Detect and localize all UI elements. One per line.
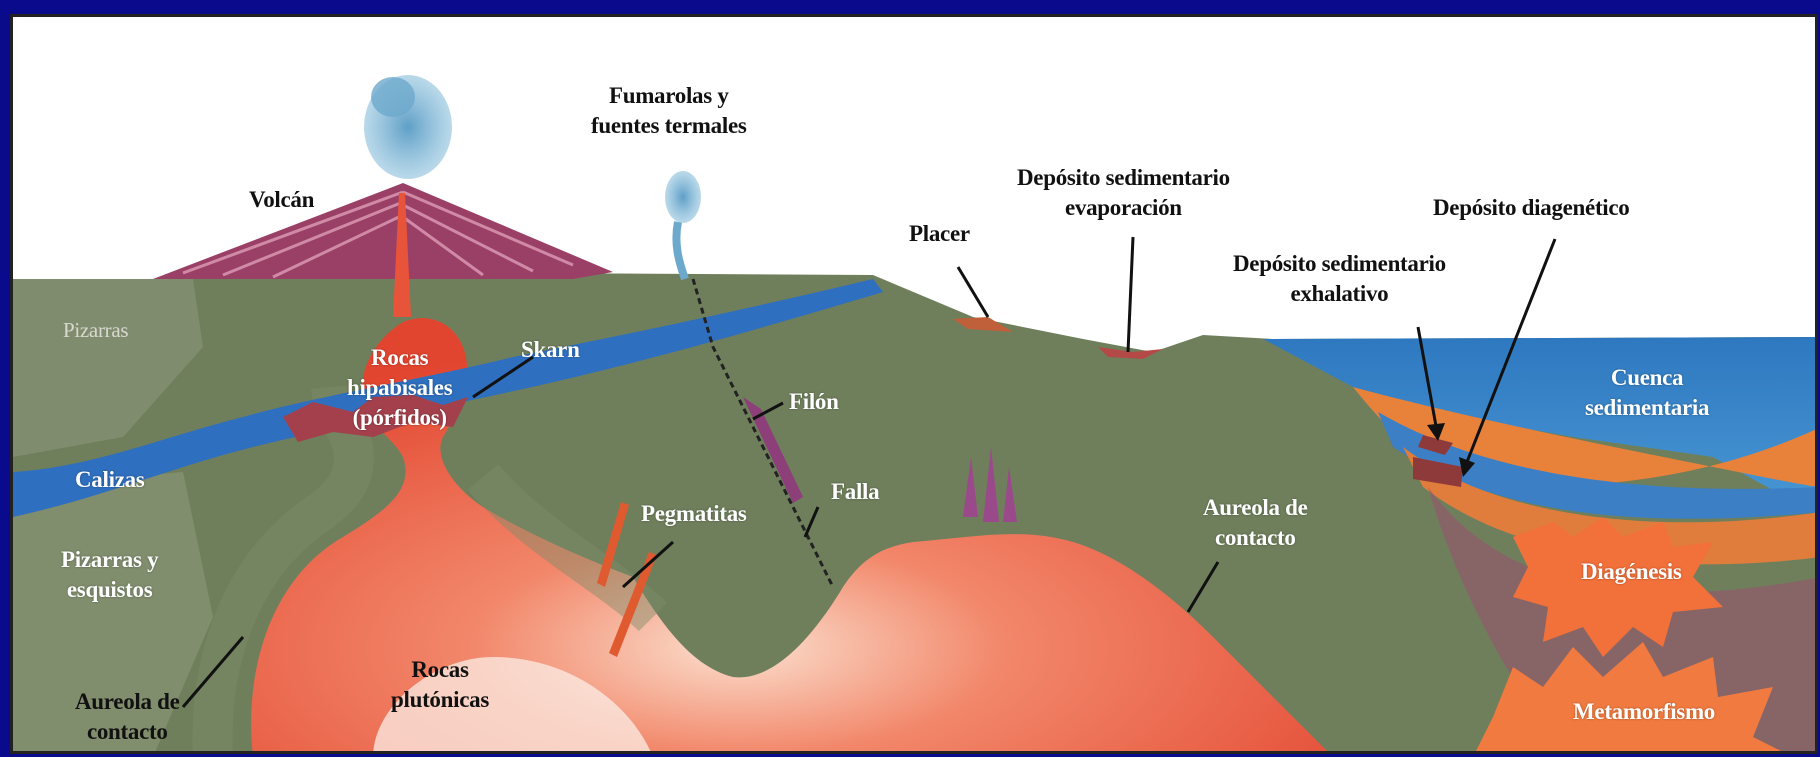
label-deposito-exhalativo: Depósito sedimentario exhalativo <box>1233 249 1446 309</box>
label-diagenesis: Diagénesis <box>1581 557 1682 587</box>
fumarole-plume <box>665 171 701 223</box>
label-aureola-right: Aureola de contacto <box>1203 493 1308 553</box>
label-fumarolas: Fumarolas y fuentes termales <box>591 81 747 141</box>
label-cuenca: Cuenca sedimentaria <box>1585 363 1709 423</box>
label-volcan: Volcán <box>249 185 314 215</box>
label-skarn: Skarn <box>521 335 580 365</box>
label-filon: Filón <box>789 387 839 417</box>
fumarole-vent <box>676 222 685 279</box>
label-pizarras: Pizarras <box>63 315 128 345</box>
volcano-cone <box>153 183 613 279</box>
label-aureola-left: Aureola de contacto <box>75 687 180 747</box>
label-rocas-plutonicas: Rocas plutónicas <box>391 655 489 715</box>
label-calizas: Calizas <box>75 465 144 495</box>
label-deposito-evaporacion: Depósito sedimentario evaporación <box>1017 163 1230 223</box>
label-rocas-hipabisales: Rocas hipabisales (pórfidos) <box>347 343 452 433</box>
label-deposito-diagenetico: Depósito diagenético <box>1433 193 1630 223</box>
label-falla: Falla <box>831 477 879 507</box>
cross-section-illustration <box>13 17 1818 754</box>
label-placer: Placer <box>909 219 970 249</box>
label-pizarras-esquistos: Pizarras y esquistos <box>61 545 158 605</box>
label-metamorfismo: Metamorfismo <box>1573 697 1715 727</box>
label-pegmatitas: Pegmatitas <box>641 499 747 529</box>
diagram-frame: Volcán Fumarolas y fuentes termales Piza… <box>10 14 1818 754</box>
